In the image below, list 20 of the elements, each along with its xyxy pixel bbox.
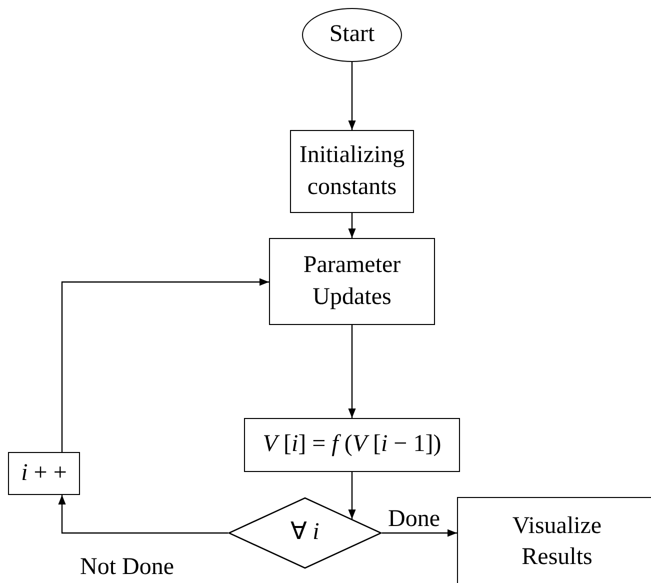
process-box [8, 452, 80, 495]
node-text: Parameter Updates [302, 251, 402, 312]
process-box [244, 418, 460, 472]
node-text: i + + [20, 458, 68, 488]
decision-diamond [228, 497, 382, 569]
node-text: Start [328, 20, 376, 50]
arrow [348, 62, 356, 130]
node-text: Initializing constants [298, 141, 406, 202]
process-box [457, 497, 651, 583]
arrow [348, 472, 356, 519]
arrow [61, 278, 269, 452]
arrow [382, 529, 457, 537]
arrow [348, 213, 356, 238]
node-text: V [i] = f (V [i − 1]) [262, 430, 442, 460]
process-box [290, 130, 414, 213]
node-text: ∀ i [290, 518, 320, 548]
process-box [269, 238, 435, 325]
arrow [58, 495, 228, 534]
arrow [348, 325, 356, 418]
node-text: Visualize Results [511, 512, 603, 572]
